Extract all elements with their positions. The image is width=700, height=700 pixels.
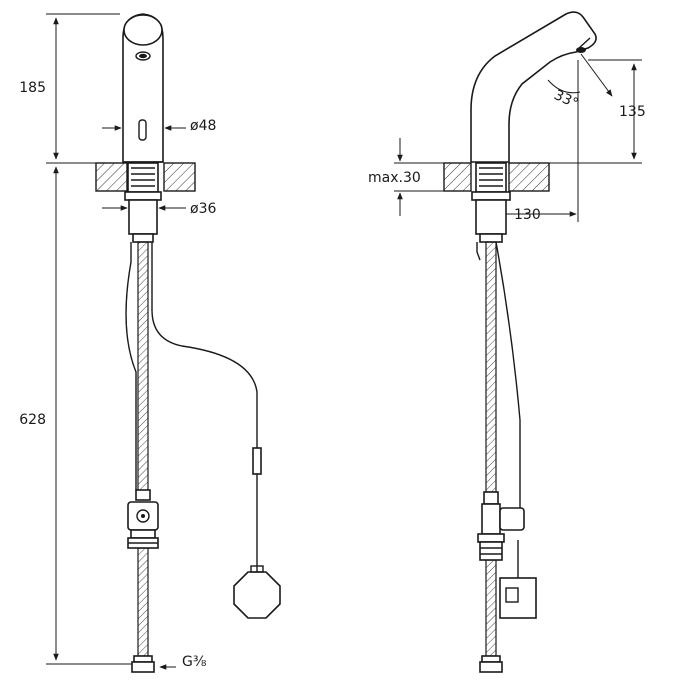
dimension-sensor-angle xyxy=(547,53,613,97)
control-box-front xyxy=(233,565,281,619)
sensor-cable-front xyxy=(125,242,262,572)
sensor-cable-side xyxy=(495,241,521,580)
dimension-628: 628 xyxy=(19,412,46,428)
dimension-33deg: 33° xyxy=(551,87,580,112)
counter-section-side xyxy=(443,162,550,192)
dimension-thickness xyxy=(394,138,444,216)
braided-hose-side xyxy=(476,241,497,657)
connector-front xyxy=(131,655,176,673)
spout-side xyxy=(470,11,597,163)
dimension-48: ø48 xyxy=(190,118,216,134)
control-box-side xyxy=(499,577,537,619)
solenoid-valve-front xyxy=(127,489,159,549)
shank-side xyxy=(471,162,511,243)
dimension-135: 135 xyxy=(619,104,646,120)
solenoid-valve-side xyxy=(477,491,525,561)
dimension-130: 130 xyxy=(514,207,541,223)
side-view: max.30 33° 135 130 xyxy=(368,11,646,673)
connector-side xyxy=(479,655,503,673)
braided-hoses-front xyxy=(137,241,149,657)
dimension-max30: max.30 xyxy=(368,170,421,186)
counter-section-front xyxy=(95,162,196,192)
dimension-height-lines xyxy=(46,13,132,665)
tap-body-front xyxy=(122,13,164,163)
dimension-36: ø36 xyxy=(190,201,216,217)
dimension-thread: G⅜ xyxy=(182,654,207,670)
front-view: 185 628 ø48 xyxy=(19,13,281,673)
dimension-spout-height xyxy=(511,59,642,164)
dimension-185: 185 xyxy=(19,80,46,96)
shank-front xyxy=(124,162,162,243)
